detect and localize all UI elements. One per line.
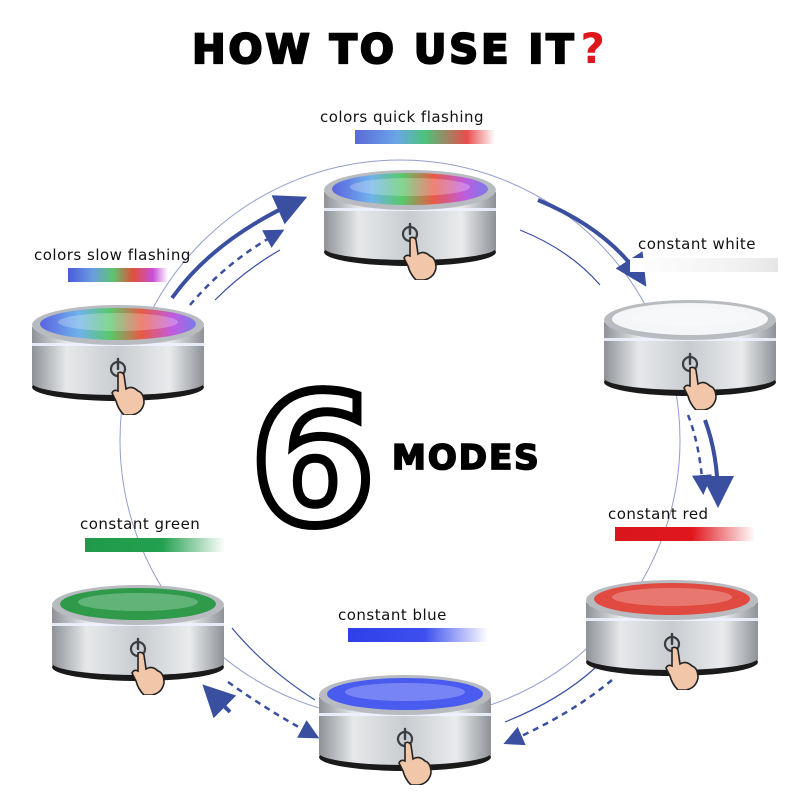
arrow-icon bbox=[231, 627, 316, 701]
pointing-hand-icon bbox=[111, 371, 145, 415]
arrow-icon bbox=[686, 414, 712, 495]
led-base-device-constant-blue bbox=[319, 675, 491, 785]
pointing-hand-icon bbox=[131, 651, 165, 695]
arrow-icon bbox=[214, 249, 281, 301]
color-swatch-white bbox=[630, 258, 778, 272]
arrow-icon bbox=[202, 684, 237, 719]
color-swatch-red bbox=[615, 527, 755, 541]
pointing-hand-icon bbox=[665, 646, 699, 690]
arrow-icon bbox=[701, 419, 734, 508]
color-swatch-rainbow bbox=[355, 130, 495, 144]
mode-label-constant-green: constant green bbox=[80, 515, 201, 533]
mode-count-label: MODES bbox=[391, 437, 541, 479]
color-swatch-green bbox=[85, 538, 225, 552]
arrow-icon bbox=[503, 679, 613, 746]
mode-count: 6 bbox=[245, 357, 379, 566]
arrow-icon bbox=[519, 229, 601, 286]
arrow-icon bbox=[504, 667, 596, 723]
led-base-device-slow-flashing bbox=[32, 305, 204, 415]
pointing-hand-icon bbox=[683, 366, 717, 410]
arrow-icon bbox=[189, 229, 285, 306]
arrow-icon bbox=[227, 680, 320, 739]
pointing-hand-icon bbox=[398, 741, 432, 785]
pointing-hand-icon bbox=[403, 236, 437, 280]
arrow-icon bbox=[170, 195, 308, 300]
mode-label-quick-flashing: colors quick flashing bbox=[320, 108, 485, 126]
led-base-device-constant-red bbox=[586, 580, 758, 690]
led-base-device-constant-white bbox=[604, 300, 776, 410]
arrow-icon bbox=[537, 198, 647, 287]
color-swatch-blue bbox=[348, 628, 488, 642]
question-mark-icon: ? bbox=[580, 24, 608, 73]
mode-label-slow-flashing: colors slow flashing bbox=[34, 246, 191, 264]
mode-label-constant-white: constant white bbox=[638, 235, 757, 253]
page-title: HOW TO USE IT? bbox=[0, 24, 800, 74]
title-text: HOW TO USE IT bbox=[191, 26, 577, 74]
color-swatch-rainbow bbox=[68, 268, 168, 282]
mode-label-constant-blue: constant blue bbox=[338, 606, 447, 624]
mode-label-constant-red: constant red bbox=[608, 505, 709, 523]
led-base-device-constant-green bbox=[52, 585, 224, 695]
led-base-device-quick-flashing bbox=[324, 170, 496, 280]
